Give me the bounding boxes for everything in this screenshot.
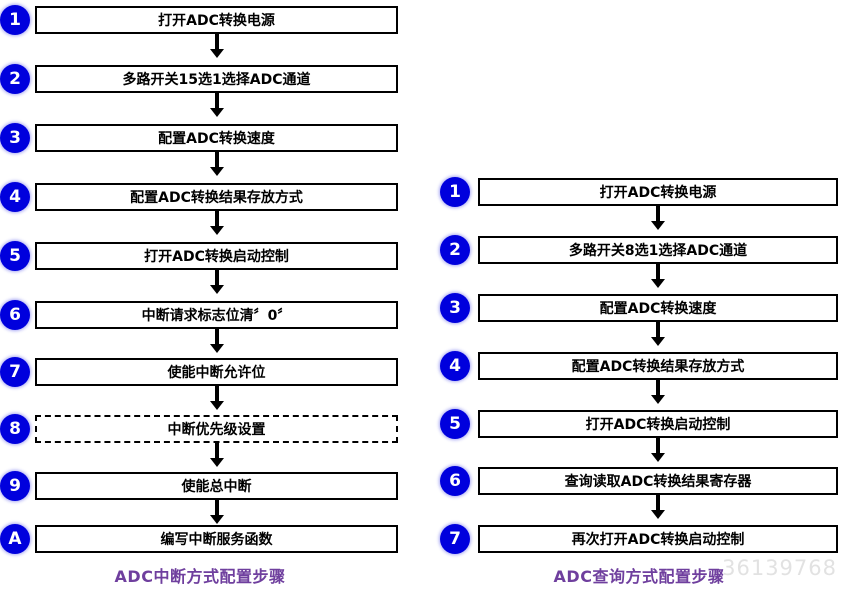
connector-arrow-4-5 (210, 211, 224, 235)
caption-polling-mode: ADC查询方式配置步骤 (553, 567, 725, 586)
step-label-9: 使能总中断 (181, 479, 252, 495)
connector-arrow-p4-p5 (651, 380, 665, 404)
step-box-p6[interactable]: 查询读取ADC转换结果寄存器 (478, 467, 838, 495)
step-box-p3[interactable]: 配置ADC转换速度 (478, 294, 838, 322)
step-box-p7[interactable]: 再次打开ADC转换启动控制 (478, 525, 838, 553)
step-label-6: 中断请求标志位清〞0〞 (141, 308, 292, 324)
step-box-3[interactable]: 配置ADC转换速度 (35, 124, 398, 152)
step-label-p4: 配置ADC转换结果存放方式 (571, 359, 745, 375)
connector-arrow-8-9 (210, 443, 224, 467)
step-badge-p7: 7 (440, 524, 470, 554)
connector-arrow-7-8 (210, 386, 224, 410)
step-badge-9: 9 (0, 471, 30, 501)
step-label-7: 使能中断允许位 (167, 365, 266, 381)
step-label-4: 配置ADC转换结果存放方式 (130, 190, 303, 206)
step-badge-p5: 5 (440, 409, 470, 439)
connector-arrow-9-a (210, 500, 224, 524)
connector-arrow-p1-p2 (651, 206, 665, 230)
step-box-6[interactable]: 中断请求标志位清〞0〞 (35, 301, 398, 329)
connector-arrow-6-7 (210, 329, 224, 353)
step-box-p2[interactable]: 多路开关8选1选择ADC通道 (478, 236, 838, 264)
step-badge-6: 6 (0, 300, 30, 330)
connector-arrow-5-6 (210, 270, 224, 294)
step-badge-5: 5 (0, 241, 30, 271)
connector-arrow-p3-p4 (651, 322, 665, 346)
step-badge-a: A (0, 524, 30, 554)
step-box-9[interactable]: 使能总中断 (35, 472, 398, 500)
step-box-7[interactable]: 使能中断允许位 (35, 358, 398, 386)
step-box-1[interactable]: 打开ADC转换电源 (35, 6, 398, 34)
step-box-8-optional[interactable]: 中断优先级设置 (35, 415, 398, 443)
step-badge-p1: 1 (440, 177, 470, 207)
step-box-a[interactable]: 编写中断服务函数 (35, 525, 398, 553)
step-label-p3: 配置ADC转换速度 (599, 301, 717, 317)
step-badge-7: 7 (0, 357, 30, 387)
step-label-p6: 查询读取ADC转换结果寄存器 (564, 474, 752, 490)
step-label-8: 中断优先级设置 (167, 422, 266, 438)
step-label-5: 打开ADC转换启动控制 (144, 249, 289, 265)
step-box-4[interactable]: 配置ADC转换结果存放方式 (35, 183, 398, 211)
connector-arrow-p6-p7 (651, 495, 665, 519)
step-label-p7: 再次打开ADC转换启动控制 (571, 532, 745, 548)
step-box-2[interactable]: 多路开关15选1选择ADC通道 (35, 65, 398, 93)
step-badge-8: 8 (0, 414, 30, 444)
connector-arrow-1-2 (210, 34, 224, 58)
step-badge-2: 2 (0, 64, 30, 94)
step-box-p4[interactable]: 配置ADC转换结果存放方式 (478, 352, 838, 380)
caption-interrupt-mode: ADC中断方式配置步骤 (114, 567, 286, 586)
connector-arrow-p2-p3 (651, 264, 665, 288)
connector-arrow-2-3 (210, 93, 224, 117)
step-box-p1[interactable]: 打开ADC转换电源 (478, 178, 838, 206)
step-box-5[interactable]: 打开ADC转换启动控制 (35, 242, 398, 270)
step-label-p5: 打开ADC转换启动控制 (585, 417, 731, 433)
step-label-1: 打开ADC转换电源 (158, 13, 275, 29)
step-badge-4: 4 (0, 182, 30, 212)
step-badge-p4: 4 (440, 351, 470, 381)
step-label-3: 配置ADC转换速度 (158, 131, 275, 147)
connector-arrow-p5-p6 (651, 438, 665, 462)
watermark-text: 36139768 (722, 556, 837, 580)
step-label-a: 编写中断服务函数 (160, 532, 273, 548)
step-badge-p3: 3 (440, 293, 470, 323)
step-label-p1: 打开ADC转换电源 (599, 185, 717, 201)
step-label-p2: 多路开关8选1选择ADC通道 (568, 243, 748, 259)
step-badge-p2: 2 (440, 235, 470, 265)
step-badge-1: 1 (0, 5, 30, 35)
step-label-2: 多路开关15选1选择ADC通道 (122, 72, 311, 88)
step-badge-p6: 6 (440, 466, 470, 496)
connector-arrow-3-4 (210, 152, 224, 176)
step-box-p5[interactable]: 打开ADC转换启动控制 (478, 410, 838, 438)
step-badge-3: 3 (0, 123, 30, 153)
